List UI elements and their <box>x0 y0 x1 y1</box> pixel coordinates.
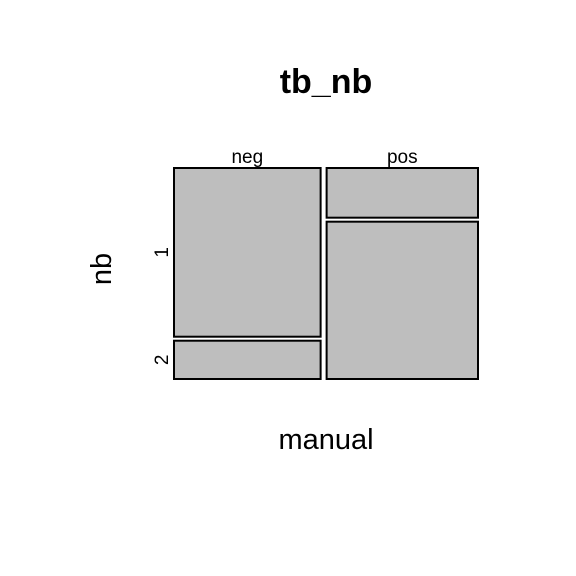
mosaic-tile-neg-2 <box>173 339 322 380</box>
mosaic-tile-pos-1 <box>325 167 479 219</box>
mosaic-tile-pos-2 <box>325 220 479 380</box>
x-tick-labels: neg pos <box>231 147 417 168</box>
mosaic-tile-neg-1 <box>173 167 322 338</box>
y-tick-label-1: 1 <box>152 247 173 258</box>
y-tick-label-2: 2 <box>152 355 173 366</box>
x-axis-label: manual <box>278 424 373 456</box>
chart-title: tb_nb <box>280 63 373 101</box>
x-tick-label-neg: neg <box>231 147 263 168</box>
x-tick-label-pos: pos <box>387 147 418 168</box>
mosaic-tiles <box>173 167 479 380</box>
y-axis-label: nb <box>86 253 118 285</box>
y-tick-labels: 12 <box>152 247 173 365</box>
